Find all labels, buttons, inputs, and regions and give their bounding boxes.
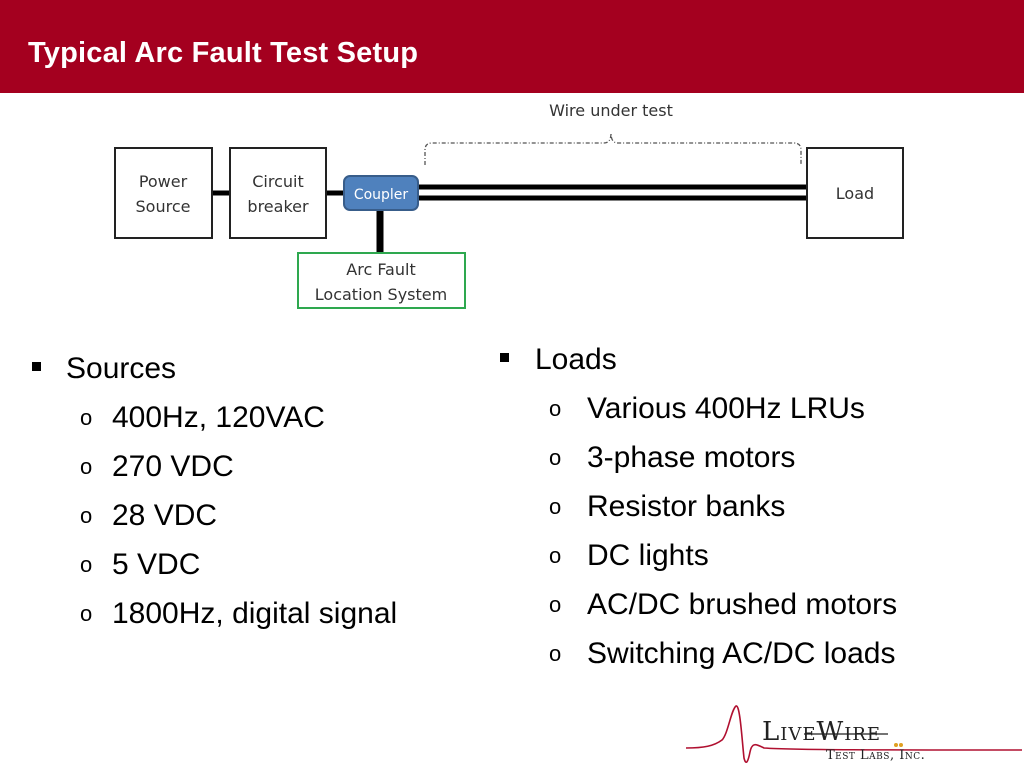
circle-bullet-icon: o xyxy=(549,494,562,519)
list-item-text: Various 400Hz LRUs xyxy=(587,392,865,425)
sources-list: Sources o 400Hz, 120VAC o 270 VDC o 28 V… xyxy=(32,344,492,638)
logo-subtitle: Test Labs, Inc. xyxy=(826,748,926,763)
list-item-text: 3-phase motors xyxy=(587,441,796,474)
circle-bullet-icon: o xyxy=(549,592,562,617)
list-item: o 3-phase motors xyxy=(500,433,1020,482)
arc-fault-label-2: Location System xyxy=(315,285,447,304)
list-item: o 5 VDC xyxy=(32,540,492,589)
list-item: o 28 VDC xyxy=(32,491,492,540)
livewire-logo-waveform xyxy=(685,705,1023,764)
loads-heading-row: Loads xyxy=(500,335,1020,384)
list-item: o Various 400Hz LRUs xyxy=(500,384,1020,433)
test-setup-diagram: Wire under test Power Source Circuit bre… xyxy=(114,101,904,309)
load-box: Load xyxy=(806,147,904,239)
square-bullet-icon xyxy=(500,353,509,362)
arc-fault-label-1: Arc Fault xyxy=(346,260,415,279)
slide-title: Typical Arc Fault Test Setup xyxy=(28,37,419,69)
list-item: o Resistor banks xyxy=(500,482,1020,531)
list-item-text: AC/DC brushed motors xyxy=(587,588,898,621)
square-bullet-icon xyxy=(32,362,41,371)
power-source-label-1: Power xyxy=(139,172,188,191)
loads-heading: Loads xyxy=(535,343,617,376)
list-item-text: DC lights xyxy=(587,539,709,572)
coupler-label: Coupler xyxy=(354,187,409,203)
list-item: o 270 VDC xyxy=(32,442,492,491)
circle-bullet-icon: o xyxy=(549,543,562,568)
list-item-text: 270 VDC xyxy=(112,450,234,483)
list-item: o 400Hz, 120VAC xyxy=(32,393,492,442)
circuit-breaker-label-2: breaker xyxy=(247,197,309,216)
power-source-box: Power Source xyxy=(114,147,213,239)
logo-name: LiveWire xyxy=(762,717,882,747)
power-source-label-2: Source xyxy=(136,197,191,216)
list-item-text: 400Hz, 120VAC xyxy=(112,401,325,434)
circle-bullet-icon: o xyxy=(549,445,562,470)
sources-heading-row: Sources xyxy=(32,344,492,393)
list-item: o Switching AC/DC loads xyxy=(500,629,1020,678)
sources-heading: Sources xyxy=(66,352,177,385)
circle-bullet-icon: o xyxy=(80,503,93,528)
loads-list: Loads o Various 400Hz LRUs o 3-phase mot… xyxy=(500,335,1020,678)
wire-under-test-label: Wire under test xyxy=(549,101,673,120)
list-item: o 1800Hz, digital signal xyxy=(32,589,492,638)
list-item-text: Switching AC/DC loads xyxy=(587,637,896,670)
wire-bracket xyxy=(424,132,802,165)
list-item-text: Resistor banks xyxy=(587,490,786,523)
circle-bullet-icon: o xyxy=(549,641,562,666)
list-item: o AC/DC brushed motors xyxy=(500,580,1020,629)
circle-bullet-icon: o xyxy=(80,601,93,626)
circle-bullet-icon: o xyxy=(80,405,93,430)
list-item-text: 5 VDC xyxy=(112,548,201,581)
arc-fault-box: Arc Fault Location System xyxy=(297,252,466,309)
coupler-box: Coupler xyxy=(343,175,419,211)
circle-bullet-icon: o xyxy=(80,454,93,479)
circuit-breaker-label-1: Circuit xyxy=(252,172,304,191)
list-item-text: 28 VDC xyxy=(112,499,218,532)
circuit-breaker-box: Circuit breaker xyxy=(229,147,327,239)
circle-bullet-icon: o xyxy=(80,552,93,577)
load-label: Load xyxy=(836,184,874,203)
list-item-text: 1800Hz, digital signal xyxy=(112,597,398,630)
title-bar xyxy=(0,0,1024,93)
circle-bullet-icon: o xyxy=(549,396,562,421)
list-item: o DC lights xyxy=(500,531,1020,580)
